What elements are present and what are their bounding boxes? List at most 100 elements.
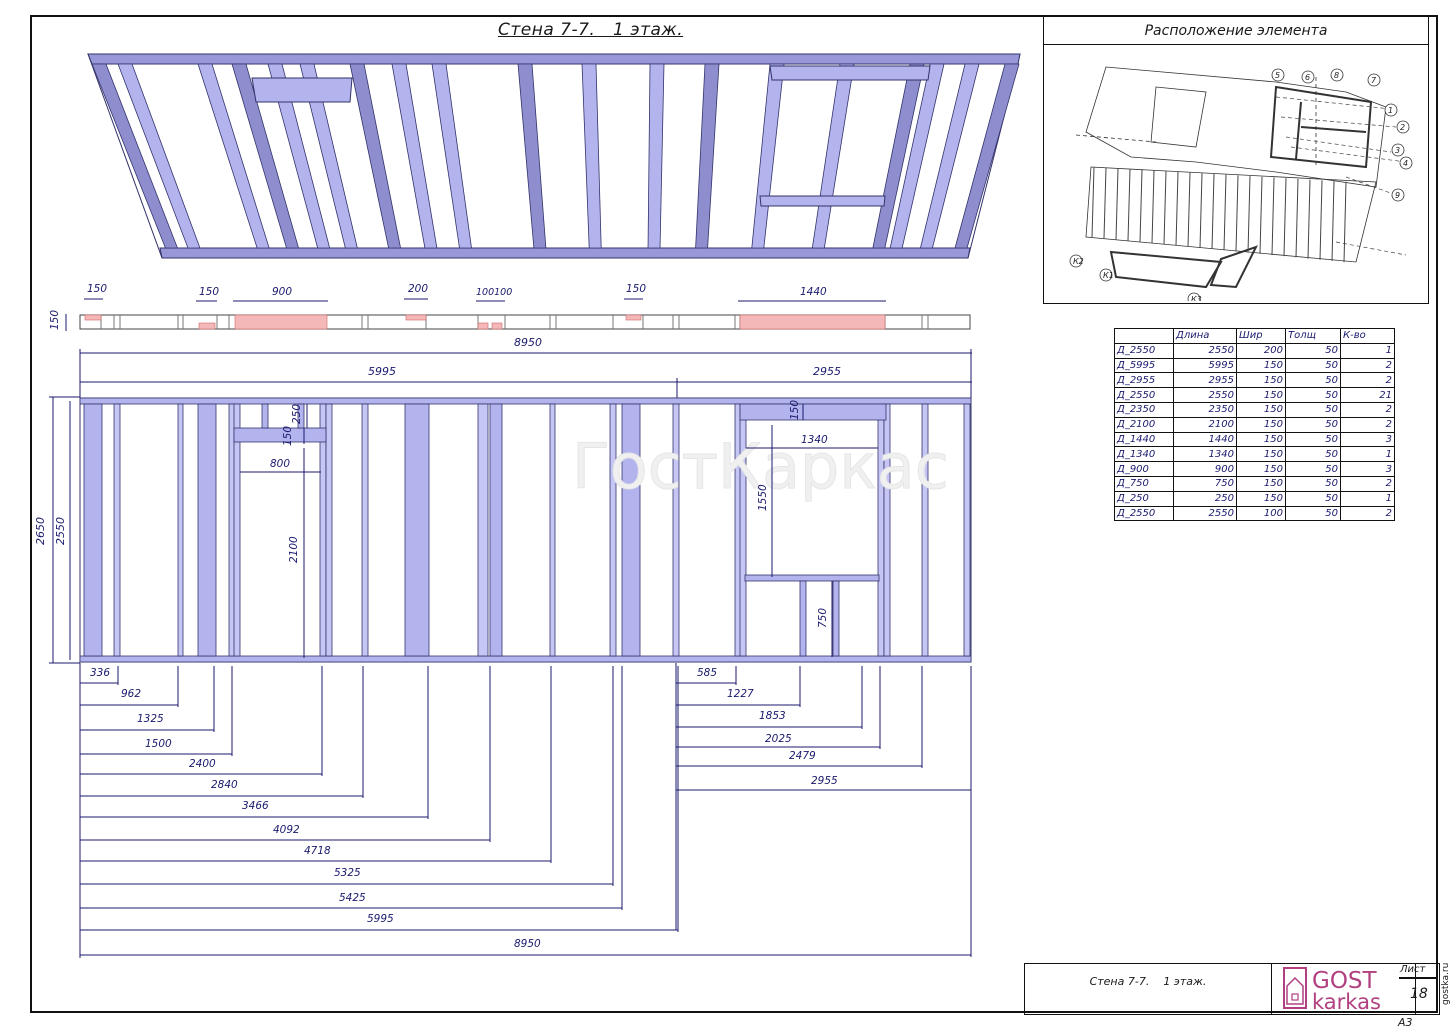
svg-text:336: 336 [90, 667, 110, 679]
svg-text:3: 3 [1395, 146, 1400, 155]
watermark: ГостКаркас [572, 430, 949, 503]
perspective-stud [517, 63, 547, 249]
svg-text:1: 1 [1388, 106, 1393, 115]
dim-height-inner: 2550 [54, 517, 67, 545]
perspective-stud [267, 63, 331, 249]
location-label: 9 [1391, 188, 1405, 202]
svg-text:150: 150 [87, 283, 107, 295]
gostkarkas-logo: GOST karkas [1272, 964, 1416, 1014]
svg-text:5325: 5325 [334, 867, 361, 879]
sheet-label: Лист [1400, 964, 1426, 975]
perspective-stud [872, 63, 925, 249]
svg-text:1853: 1853 [759, 710, 786, 722]
perspective-stud [197, 63, 270, 249]
location-stud [1187, 172, 1191, 247]
svg-text:2955: 2955 [811, 775, 838, 787]
location-stud [1283, 178, 1287, 257]
sheet-number: 18 [1410, 986, 1428, 1002]
title-block-name: Стена 7-7. 1 этаж. [1025, 964, 1272, 1014]
location-label: 5 [1271, 68, 1285, 82]
svg-text:GOST: GOST [1312, 968, 1378, 994]
site-url: gostka.ru [1441, 962, 1451, 1005]
svg-text:2479: 2479 [789, 750, 816, 762]
location-stud [1271, 177, 1275, 256]
wall-stud [113, 403, 121, 657]
dim-left: 5995 [368, 365, 396, 378]
svg-text:6: 6 [1305, 73, 1310, 82]
location-stud [1331, 180, 1335, 262]
dim-window-height: 1550 [757, 484, 769, 511]
location-stud [1163, 171, 1167, 245]
wall-stud [609, 403, 617, 657]
svg-text:150: 150 [199, 286, 219, 298]
wall-stud [361, 403, 369, 657]
svg-text:К1: К1 [1103, 271, 1114, 280]
location-stud [1319, 180, 1323, 260]
location-stud [1307, 179, 1311, 259]
dim-door-height: 2100 [288, 536, 300, 563]
svg-text:9: 9 [1395, 191, 1400, 200]
location-stud [1223, 174, 1227, 251]
wall-stud [325, 403, 333, 657]
svg-text:100100: 100100 [476, 287, 512, 298]
perspective-stud [299, 63, 358, 249]
svg-text:1440: 1440 [800, 286, 827, 298]
dim-right: 2955 [813, 365, 841, 378]
location-label: 8 [1330, 68, 1344, 82]
location-stud [1295, 178, 1299, 258]
plan-dimensions: 150 150 900 200 100100 150 1440 150 [49, 283, 827, 330]
drawing-title: Стена 7-7. 1 этаж. [498, 20, 684, 40]
perspective-stud [431, 63, 472, 249]
dim-sill-height: 750 [817, 608, 829, 628]
location-label: 3 [1391, 143, 1405, 157]
svg-text:150: 150 [49, 310, 61, 330]
wall-stud [621, 403, 641, 657]
location-stud [1139, 169, 1143, 242]
svg-text:5995: 5995 [367, 913, 394, 925]
location-label: 4 [1399, 156, 1413, 170]
svg-text:7: 7 [1371, 76, 1377, 85]
location-stud [1247, 176, 1251, 253]
wall-elevation [79, 397, 972, 663]
wall-stud [489, 403, 503, 657]
right-chain-dimensions: 585 1227 1853 2025 2479 2955 [697, 667, 838, 787]
location-stud [1199, 173, 1203, 248]
location-label: 6 [1301, 70, 1315, 84]
wall-stud [883, 403, 891, 657]
svg-text:1227: 1227 [727, 688, 754, 700]
location-label: К3 [1187, 292, 1202, 301]
svg-text:5: 5 [1275, 71, 1280, 80]
location-stud [1343, 181, 1347, 263]
svg-text:4718: 4718 [304, 845, 331, 857]
location-label: К1 [1099, 268, 1114, 282]
perspective-stud [889, 63, 945, 249]
dim-opening-150b: 150 [789, 400, 801, 420]
dim-height-outer: 2650 [34, 517, 47, 545]
svg-text:1500: 1500 [145, 738, 172, 750]
spec-table-header: Длина Шир Толщ К-во [1114, 328, 1395, 344]
title-block: Стена 7-7. 1 этаж. GOST karkas [1024, 963, 1440, 1015]
perspective-stud [231, 63, 300, 249]
dim-window-width: 1340 [801, 434, 828, 446]
perspective-stud [954, 63, 1020, 249]
svg-text:К2: К2 [1073, 257, 1084, 266]
location-stud [1091, 166, 1095, 238]
svg-text:585: 585 [697, 667, 717, 679]
perspective-stud [349, 63, 402, 249]
svg-text:900: 900 [272, 286, 292, 298]
svg-text:8950: 8950 [514, 938, 541, 950]
svg-text:karkas: karkas [1312, 990, 1381, 1014]
wall-stud [549, 403, 556, 657]
perspective-frame-view [87, 53, 1021, 259]
svg-text:8: 8 [1334, 71, 1339, 80]
location-stud [1235, 175, 1239, 252]
